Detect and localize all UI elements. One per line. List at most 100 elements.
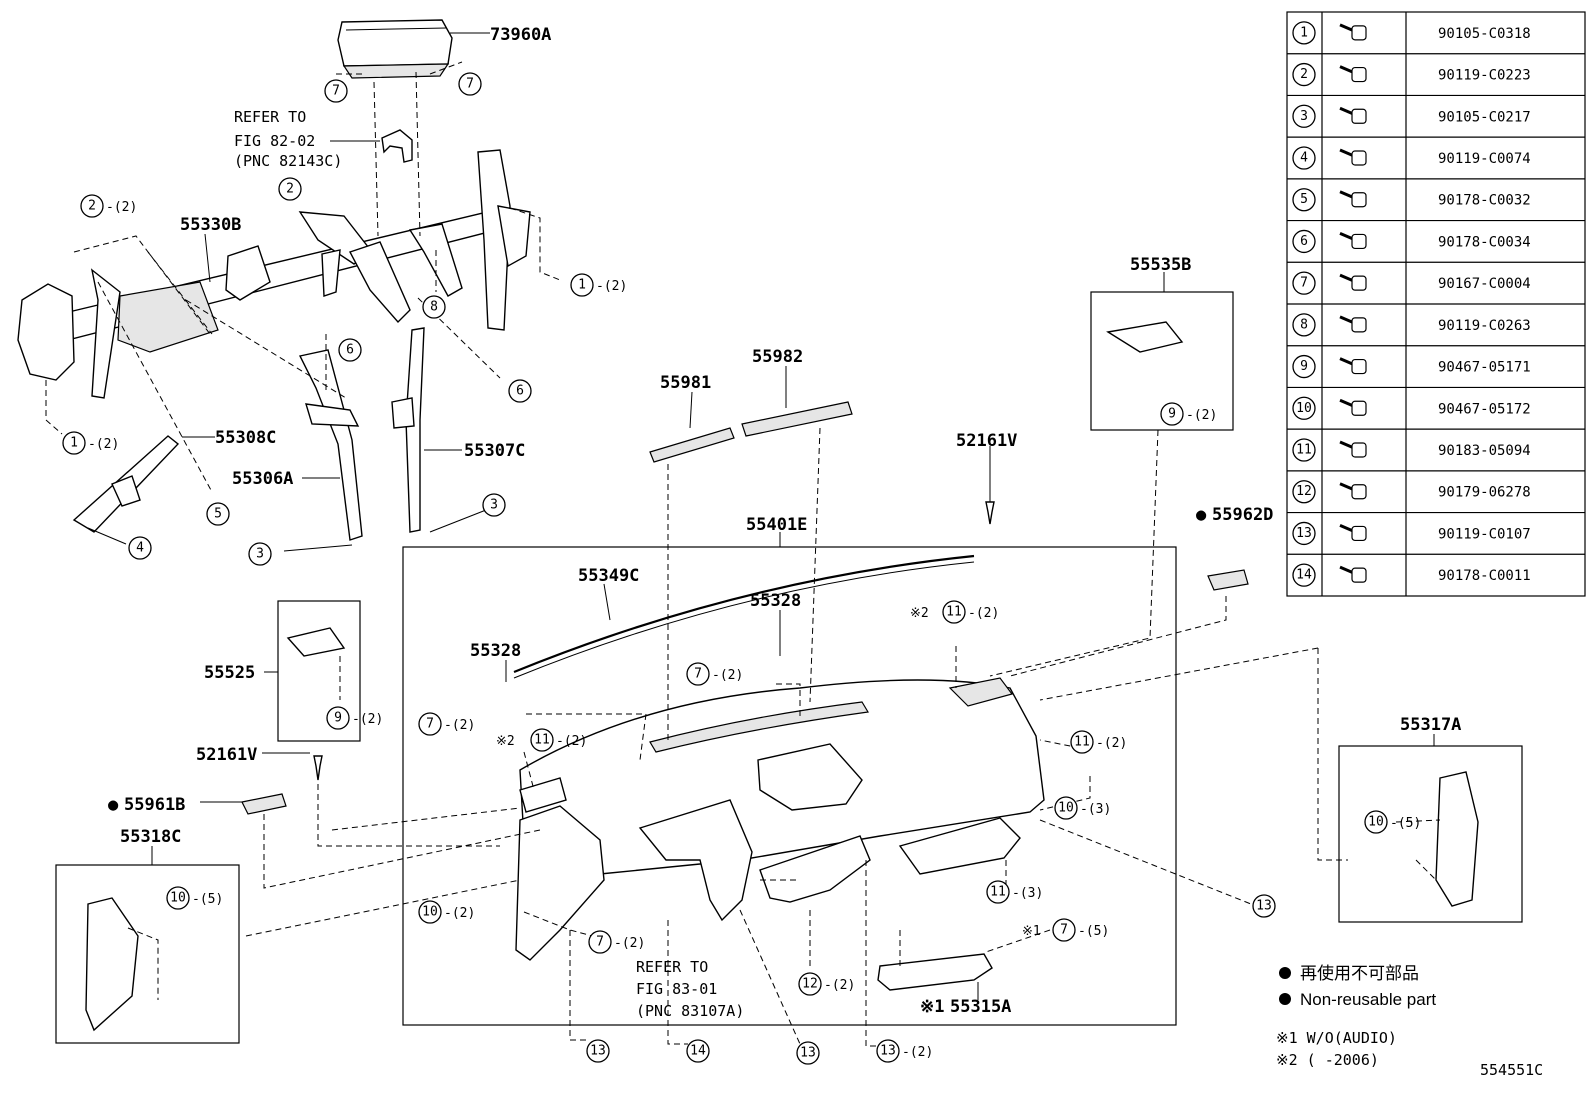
svg-text:12: 12 [802, 977, 818, 992]
ref-83-line2: FIG 83-01 [636, 980, 717, 998]
table-row-number: 12 [1296, 484, 1312, 499]
cover-55535B-shape [1106, 321, 1184, 353]
fastener-icon [1339, 106, 1367, 124]
table-row-part-number: 90183-05094 [1438, 443, 1531, 459]
airbag-73960A-shape [337, 19, 453, 79]
table-row-number-circle [1292, 146, 1316, 170]
svg-text:2: 2 [88, 199, 96, 214]
note-mark-55315A: ※1 [920, 997, 944, 1017]
svg-text:-(2): -(2) [88, 437, 119, 452]
brace-55306A-plate [305, 403, 360, 427]
table-row-number-circle [1292, 480, 1316, 504]
note-1: ※1 W/O(AUDIO) [1276, 1029, 1397, 1047]
svg-text:-(2): -(2) [596, 279, 627, 294]
table-row-number: 5 [1300, 192, 1308, 207]
svg-text:-(2): -(2) [712, 668, 743, 683]
callout-55961B: 55961B [124, 795, 185, 815]
table-row-number-circle [1292, 354, 1316, 379]
svg-text:10: 10 [1058, 801, 1074, 816]
table-row-number-circle [1292, 188, 1316, 212]
instrument-panel-55401E-shape [515, 677, 1045, 961]
table-row-number-circle [1292, 396, 1316, 420]
svg-text:7: 7 [1060, 923, 1068, 938]
callout-55328-left: 55328 [470, 641, 521, 661]
callout-55315A: 55315A [950, 997, 1011, 1017]
fastener-callouts: 7 7 2 -(2) 2 8 1 -(2) 6 6 1 -(2) 5 4 3 3… [62, 72, 1421, 1065]
legend-dot-1 [1279, 967, 1291, 979]
svg-text:6: 6 [346, 343, 354, 358]
svg-text:11: 11 [1074, 735, 1090, 750]
table-row-part-number: 90178-C0011 [1438, 568, 1531, 584]
callout-55525: 55525 [204, 663, 255, 683]
svg-text:3: 3 [256, 547, 264, 562]
fastener-icon [1339, 232, 1367, 250]
table-row-number: 13 [1296, 526, 1312, 541]
callout-55535B: 55535B [1130, 255, 1191, 275]
table-row-number-circle [1292, 229, 1316, 254]
svg-text:-(3): -(3) [1080, 802, 1111, 817]
svg-text:-(2): -(2) [106, 200, 137, 215]
box-55535B [1090, 291, 1234, 431]
figure-id: 554551C [1480, 1061, 1543, 1079]
duct-55981-shape [649, 427, 735, 463]
svg-text:13: 13 [800, 1046, 816, 1061]
register-55961B-shape [241, 793, 287, 815]
table-row-number: 10 [1296, 401, 1312, 416]
svg-text:13: 13 [880, 1044, 896, 1059]
reinforcement-beam-55330B-shape [17, 149, 531, 399]
svg-text:-(5): -(5) [192, 892, 223, 907]
svg-text:-(2): -(2) [1186, 408, 1217, 423]
fastener-icon [1339, 23, 1367, 41]
svg-text:-(2): -(2) [556, 734, 587, 749]
svg-text:-(2): -(2) [614, 936, 645, 951]
nonreusable-mark-55962D: ● [1196, 505, 1207, 525]
fastener-icon [1339, 440, 1367, 458]
callout-55317A: 55317A [1400, 715, 1461, 735]
svg-text:7: 7 [694, 667, 702, 682]
part-callouts: 73960A 55330B 55308C 55306A 55307C 55535… [108, 25, 1461, 1017]
table-row-number: 3 [1300, 109, 1308, 124]
svg-text:-(2): -(2) [968, 606, 999, 621]
svg-text:-(2): -(2) [1096, 736, 1127, 751]
svg-text:7: 7 [466, 77, 474, 92]
table-row-number-circle [1292, 313, 1316, 337]
note-2: ※2 ( -2006) [1276, 1051, 1379, 1069]
clip-52161V-left-shape [313, 755, 323, 781]
reference-notes: REFER TO FIG 82-02 (PNC 82143C) REFER TO… [234, 108, 744, 1020]
svg-text:4: 4 [136, 541, 144, 556]
table-row-number-circle [1292, 104, 1316, 128]
svg-text:13: 13 [590, 1044, 606, 1059]
fastener-icon [1339, 315, 1367, 333]
svg-text:7: 7 [426, 717, 434, 732]
table-row-number: 8 [1300, 317, 1308, 332]
table-row-number-circle [1292, 271, 1316, 295]
callout-55330B: 55330B [180, 215, 241, 235]
table-row-number-circle [1292, 438, 1316, 462]
fastener-icon [1339, 273, 1367, 291]
fastener-icon [1339, 482, 1367, 500]
svg-text:-(2): -(2) [444, 718, 475, 733]
table-row-part-number: 90167-C0004 [1438, 276, 1531, 292]
legend-japanese: 再使用不可部品 [1300, 963, 1419, 983]
svg-text:11: 11 [990, 885, 1006, 900]
bracket-55315A-shape [877, 953, 993, 991]
box-55318C [55, 864, 240, 1044]
dashed-guides [45, 61, 1441, 1047]
fastener-icon [1339, 357, 1367, 375]
side-cover-55318C-shape [85, 897, 139, 1032]
callout-52161V-top: 52161V [956, 431, 1017, 451]
table-row-part-number: 90105-C0217 [1438, 109, 1531, 125]
callout-55962D: 55962D [1212, 505, 1273, 525]
strip-55349C-shape [513, 554, 975, 674]
svg-text:6: 6 [516, 384, 524, 399]
fastener-icon [1339, 65, 1367, 83]
bracket-ref82-shape [381, 129, 413, 163]
table-row-part-number: 90178-C0034 [1438, 234, 1531, 250]
table-row-part-number: 90119-C0263 [1438, 318, 1531, 334]
svg-text:-(5): -(5) [1390, 816, 1421, 831]
svg-text:-(2): -(2) [824, 978, 855, 993]
fastener-icon [1339, 565, 1367, 583]
callout-55349C: 55349C [578, 566, 639, 586]
